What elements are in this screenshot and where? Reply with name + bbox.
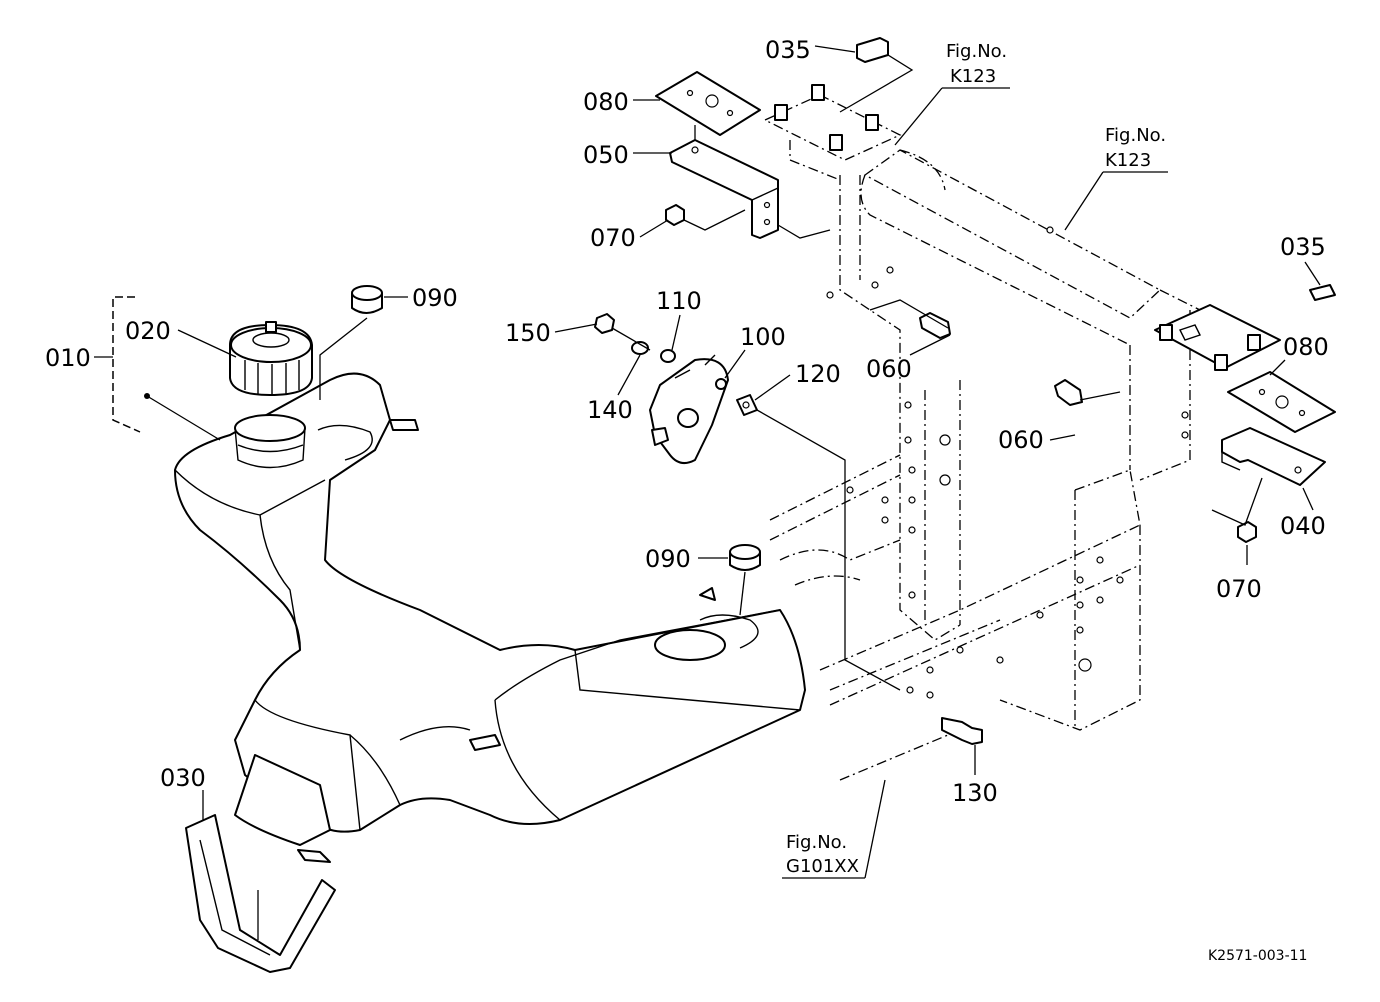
pad-upper	[655, 71, 761, 136]
label-120: 120	[795, 360, 841, 388]
bushing-lower	[729, 544, 761, 571]
label-070-upper: 070	[590, 224, 636, 252]
fuel-pump-hardware	[594, 313, 676, 363]
label-040: 040	[1280, 512, 1326, 540]
label-050: 050	[583, 141, 629, 169]
tank-cap	[229, 321, 313, 396]
mount-studs	[774, 84, 879, 151]
frame-holes	[826, 226, 1189, 699]
label-035-right: 035	[1280, 233, 1326, 261]
label-030: 030	[160, 764, 206, 792]
fig-ref-label-upper: Fig.No.	[946, 41, 1007, 62]
bolts-060	[919, 312, 1083, 406]
nut-right	[1237, 521, 1257, 543]
label-140: 140	[587, 396, 633, 424]
label-060-lower: 060	[998, 426, 1044, 454]
nut-upper	[665, 204, 685, 226]
figure-references: Fig.No. K123 Fig.No. K123 Fig.No. G101XX	[786, 41, 1166, 877]
label-090-lower: 090	[645, 545, 691, 573]
spacer-right	[1309, 284, 1336, 301]
spacer-upper	[856, 37, 889, 63]
fuel-tank	[144, 372, 806, 863]
label-090-upper: 090	[412, 284, 458, 312]
mount-plate-right	[1154, 304, 1281, 371]
label-110: 110	[656, 287, 702, 315]
label-100: 100	[740, 323, 786, 351]
bracket-right	[1221, 427, 1326, 486]
fuel-pump	[649, 354, 729, 465]
label-080-upper: 080	[583, 88, 629, 116]
bolt-130	[941, 717, 983, 745]
part-labels: 010 020 030 035 035 040 050 060 060 070 …	[45, 36, 1329, 807]
fig-ref-g101xx: G101XX	[786, 856, 859, 877]
tank-strap	[185, 814, 336, 973]
pad-right	[1227, 371, 1336, 433]
label-070-right: 070	[1216, 575, 1262, 603]
fig-ref-label-right: Fig.No.	[1105, 125, 1166, 146]
label-060-upper: 060	[866, 355, 912, 383]
bracket-left	[669, 139, 779, 239]
bushing-upper	[351, 285, 383, 314]
fig-ref-label-lower: Fig.No.	[786, 832, 847, 853]
label-130: 130	[952, 779, 998, 807]
label-035-upper: 035	[765, 36, 811, 64]
fig-ref-k123-right: K123	[1105, 150, 1151, 171]
label-010: 010	[45, 344, 91, 372]
drawing-code: K2571-003-11	[1208, 948, 1307, 964]
label-150: 150	[505, 319, 551, 347]
label-020: 020	[125, 317, 171, 345]
fig-ref-k123-upper: K123	[950, 66, 996, 87]
square-nut	[736, 394, 758, 416]
label-080-right: 080	[1283, 333, 1329, 361]
leader-lines	[94, 45, 1321, 940]
